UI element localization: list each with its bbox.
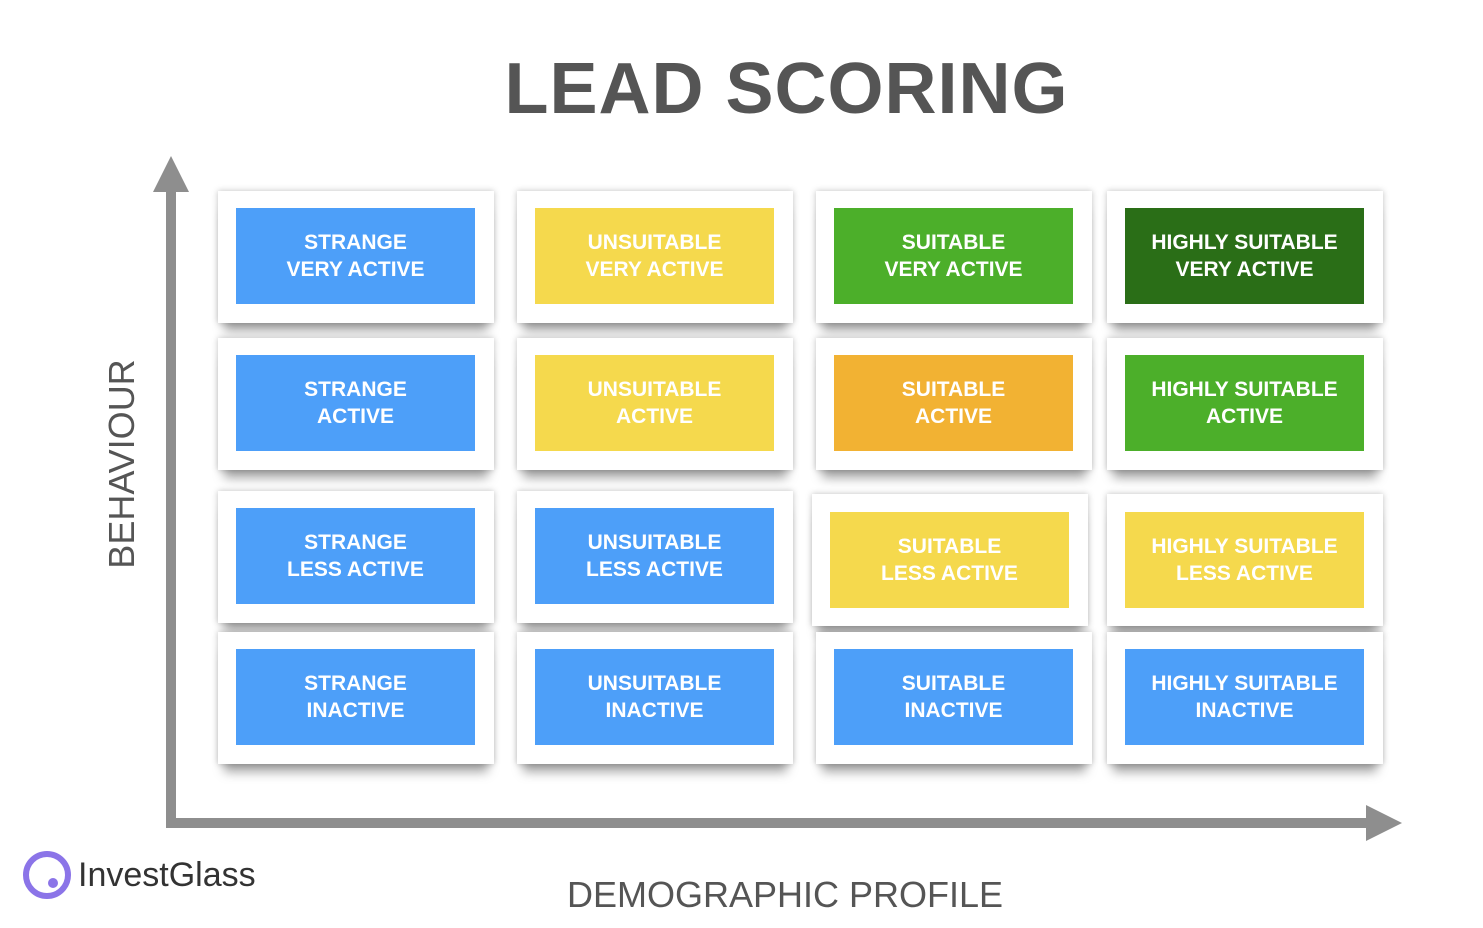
tile-behaviour-label: VERY ACTIVE xyxy=(585,258,724,281)
tile-profile-label: HIGHLY SUITABLE xyxy=(1151,672,1338,695)
score-tile: UNSUITABLE INACTIVE xyxy=(535,649,774,745)
tile-profile-label: SUITABLE xyxy=(901,672,1006,695)
tile-profile-label: UNSUITABLE xyxy=(587,672,722,695)
matrix-card: STRANGE ACTIVE xyxy=(218,338,494,470)
tile-behaviour-label: VERY ACTIVE xyxy=(286,258,425,281)
logo-text: InvestGlass xyxy=(78,855,256,894)
matrix-card: STRANGE VERY ACTIVE xyxy=(218,191,494,323)
score-tile: STRANGE INACTIVE xyxy=(236,649,475,745)
matrix-card: UNSUITABLE VERY ACTIVE xyxy=(517,191,793,323)
tile-behaviour-label: LESS ACTIVE xyxy=(287,558,424,581)
tile-profile-label: HIGHLY SUITABLE xyxy=(1151,535,1338,558)
tile-behaviour-label: ACTIVE xyxy=(615,405,693,428)
score-tile: STRANGE VERY ACTIVE xyxy=(236,208,475,304)
tile-behaviour-label: LESS ACTIVE xyxy=(586,558,723,581)
matrix-card: SUITABLE VERY ACTIVE xyxy=(816,191,1092,323)
score-tile: HIGHLY SUITABLE ACTIVE xyxy=(1125,355,1364,451)
tile-behaviour-label: ACTIVE xyxy=(316,405,394,428)
arrow-right-icon xyxy=(1366,805,1402,841)
tile-profile-label: STRANGE xyxy=(304,378,407,401)
tile-profile-label: SUITABLE xyxy=(897,535,1002,558)
tile-profile-label: UNSUITABLE xyxy=(587,231,722,254)
tile-behaviour-label: INACTIVE xyxy=(605,699,704,722)
score-tile: SUITABLE ACTIVE xyxy=(834,355,1073,451)
tile-behaviour-label: VERY ACTIVE xyxy=(884,258,1023,281)
y-axis-line xyxy=(166,180,176,828)
tile-behaviour-label: INACTIVE xyxy=(306,699,405,722)
score-tile: SUITABLE VERY ACTIVE xyxy=(834,208,1073,304)
tile-behaviour-label: LESS ACTIVE xyxy=(881,562,1018,585)
tile-behaviour-label: INACTIVE xyxy=(1195,699,1294,722)
tile-profile-label: UNSUITABLE xyxy=(587,378,722,401)
matrix-card: UNSUITABLE INACTIVE xyxy=(517,632,793,764)
tile-behaviour-label: ACTIVE xyxy=(1205,405,1283,428)
tile-profile-label: HIGHLY SUITABLE xyxy=(1151,231,1338,254)
matrix-card: STRANGE LESS ACTIVE xyxy=(218,491,494,623)
matrix-card: UNSUITABLE ACTIVE xyxy=(517,338,793,470)
matrix-card: STRANGE INACTIVE xyxy=(218,632,494,764)
tile-behaviour-label: LESS ACTIVE xyxy=(1176,562,1313,585)
matrix-card: HIGHLY SUITABLE VERY ACTIVE xyxy=(1107,191,1383,323)
tile-behaviour-label: INACTIVE xyxy=(904,699,1003,722)
tile-profile-label: SUITABLE xyxy=(901,378,1006,401)
matrix-card: SUITABLE LESS ACTIVE xyxy=(812,494,1088,626)
score-tile: SUITABLE LESS ACTIVE xyxy=(830,512,1069,608)
x-axis-label: DEMOGRAPHIC PROFILE xyxy=(566,874,1004,915)
y-axis-label: BEHAVIOUR xyxy=(101,359,142,569)
x-axis-line xyxy=(166,818,1370,828)
page-title: LEAD SCORING xyxy=(504,49,1069,129)
score-tile: HIGHLY SUITABLE VERY ACTIVE xyxy=(1125,208,1364,304)
tile-profile-label: STRANGE xyxy=(304,672,407,695)
tile-profile-label: SUITABLE xyxy=(901,231,1006,254)
score-tile: STRANGE ACTIVE xyxy=(236,355,475,451)
tile-profile-label: UNSUITABLE xyxy=(587,531,722,554)
logo-circle-icon xyxy=(22,850,72,900)
tile-profile-label: HIGHLY SUITABLE xyxy=(1151,378,1338,401)
score-tile: HIGHLY SUITABLE INACTIVE xyxy=(1125,649,1364,745)
score-tile: UNSUITABLE VERY ACTIVE xyxy=(535,208,774,304)
score-tile: UNSUITABLE LESS ACTIVE xyxy=(535,508,774,604)
tile-behaviour-label: VERY ACTIVE xyxy=(1175,258,1314,281)
score-tile: STRANGE LESS ACTIVE xyxy=(236,508,475,604)
matrix-card: HIGHLY SUITABLE INACTIVE xyxy=(1107,632,1383,764)
score-tile: UNSUITABLE ACTIVE xyxy=(535,355,774,451)
investglass-logo: InvestGlass xyxy=(22,850,256,900)
tile-profile-label: STRANGE xyxy=(304,231,407,254)
tile-profile-label: STRANGE xyxy=(304,531,407,554)
tile-behaviour-label: ACTIVE xyxy=(914,405,992,428)
matrix-card: HIGHLY SUITABLE ACTIVE xyxy=(1107,338,1383,470)
matrix-card: UNSUITABLE LESS ACTIVE xyxy=(517,491,793,623)
score-tile: SUITABLE INACTIVE xyxy=(834,649,1073,745)
matrix-card: SUITABLE INACTIVE xyxy=(816,632,1092,764)
matrix-card: SUITABLE ACTIVE xyxy=(816,338,1092,470)
arrow-up-icon xyxy=(153,156,189,192)
score-tile: HIGHLY SUITABLE LESS ACTIVE xyxy=(1125,512,1364,608)
matrix-card: HIGHLY SUITABLE LESS ACTIVE xyxy=(1107,494,1383,626)
